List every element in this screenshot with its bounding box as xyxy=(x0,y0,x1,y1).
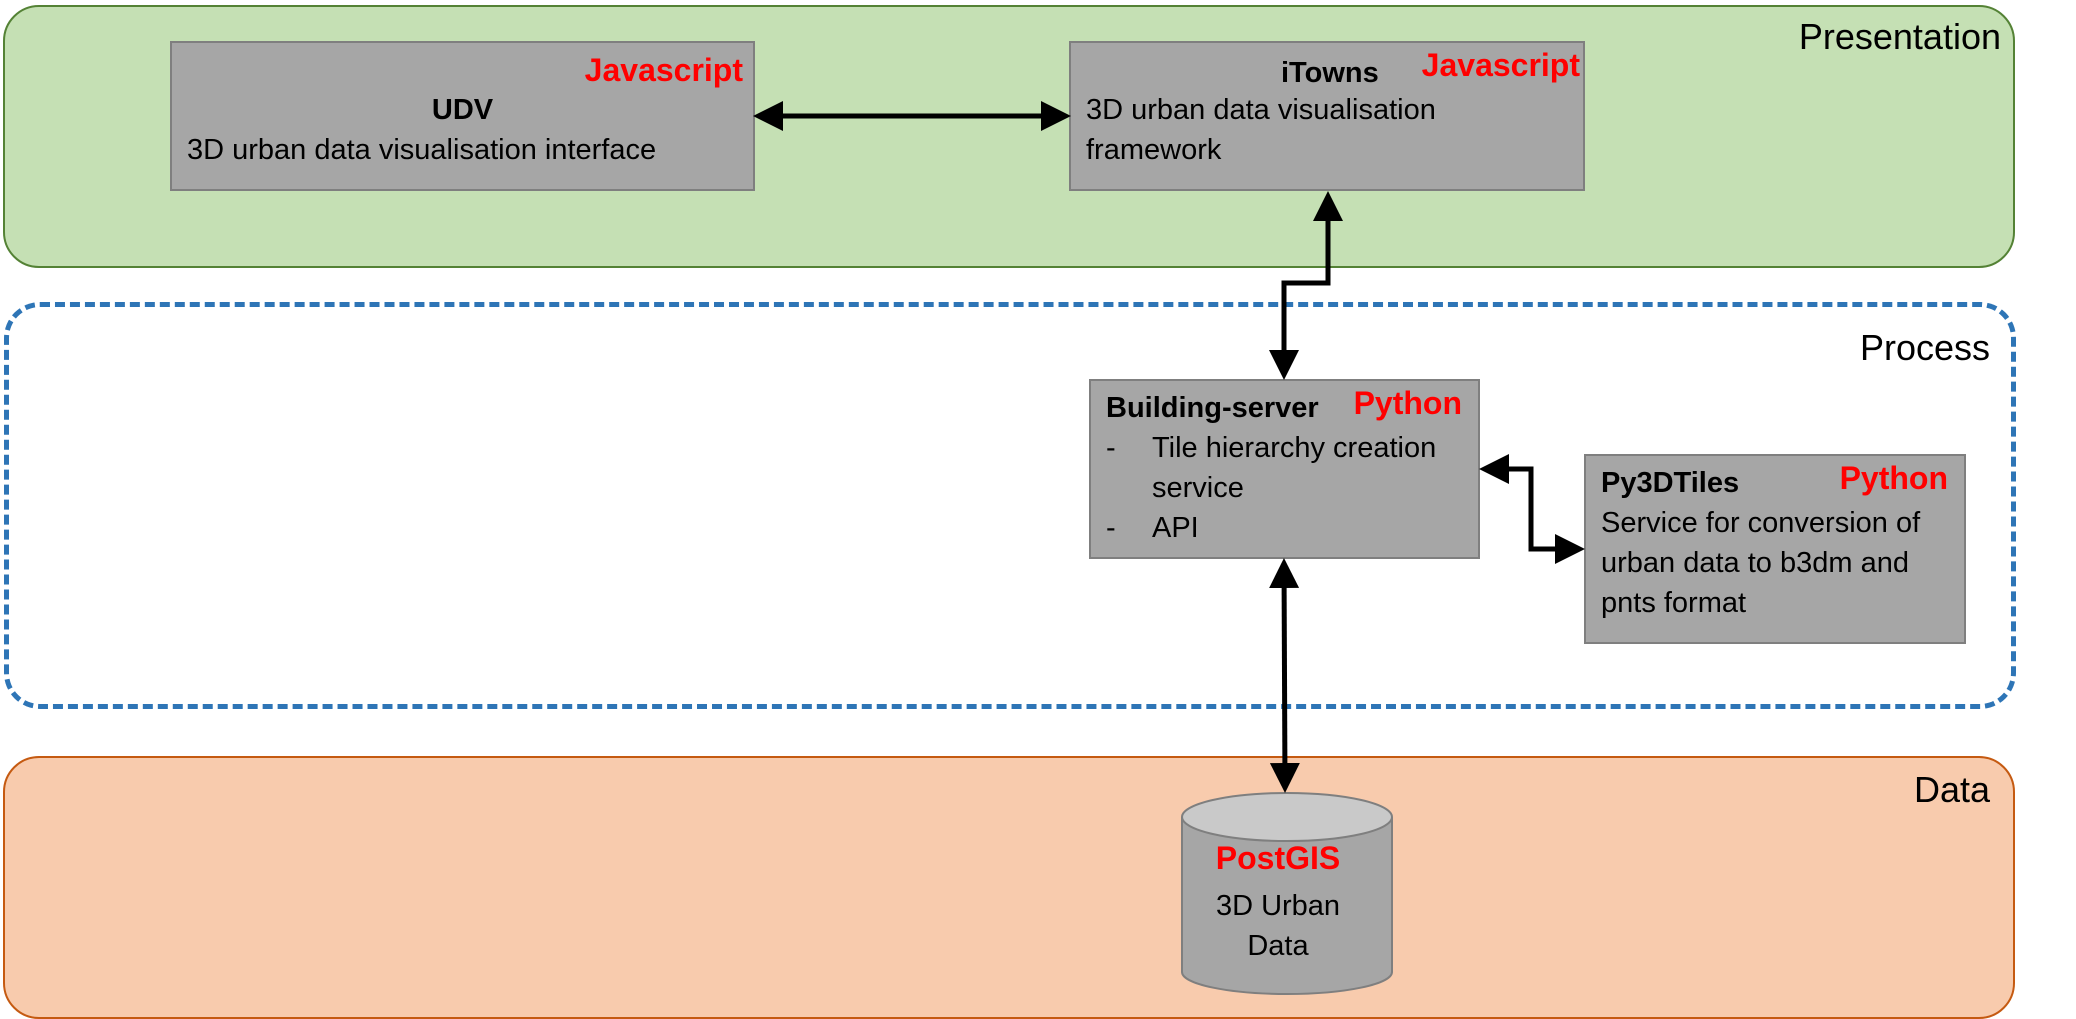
py3dtiles-language: Python xyxy=(1839,460,1948,496)
building-server-items: - Tile hierarchy creation service - API xyxy=(1106,428,1466,548)
list-item-text: Tile hierarchy creation service xyxy=(1152,432,1437,504)
itowns-name: iTowns xyxy=(1281,57,1379,89)
py3dtiles-box: Py3DTiles Python Service for conversion … xyxy=(1584,454,1966,644)
list-item-text: API xyxy=(1152,512,1199,544)
postgis-database-icon xyxy=(1181,792,1393,995)
udv-language: Javascript xyxy=(584,52,743,88)
py3dtiles-description: Service for conversion of urban data to … xyxy=(1601,507,1921,619)
building-server-language: Python xyxy=(1353,385,1462,421)
udv-name: UDV xyxy=(431,94,494,126)
bullet-dash: - xyxy=(1106,512,1116,544)
udv-box: Javascript UDV 3D urban data visualisati… xyxy=(170,41,755,191)
building-server-box: Building-server Python - Tile hierarchy c… xyxy=(1089,379,1480,559)
list-item: - API xyxy=(1106,508,1466,548)
building-server-py3dtiles-connector xyxy=(1479,454,1585,564)
postgis-language: PostGIS xyxy=(1215,840,1341,876)
process-layer-title: Process xyxy=(1859,327,1990,368)
itowns-description: 3D urban data visualisation framework xyxy=(1086,94,1436,166)
postgis-description: 3D Urban Data xyxy=(1215,890,1341,962)
udv-description: 3D urban data visualisation interface xyxy=(187,134,657,166)
data-layer xyxy=(3,756,2015,1019)
list-item: - Tile hierarchy creation service xyxy=(1106,428,1466,508)
itowns-building-server-connector xyxy=(1269,191,1343,380)
data-layer-title: Data xyxy=(1913,769,1990,810)
itowns-language: Javascript xyxy=(1421,47,1580,83)
itowns-box: iTowns Javascript 3D urban data visualis… xyxy=(1069,41,1585,191)
bullet-dash: - xyxy=(1106,432,1116,464)
building-server-postgis-connector xyxy=(1269,558,1300,793)
py3dtiles-name: Py3DTiles xyxy=(1601,467,1740,499)
process-layer xyxy=(4,302,2016,709)
building-server-name: Building-server xyxy=(1106,392,1319,424)
presentation-layer-title: Presentation xyxy=(1798,16,2001,57)
